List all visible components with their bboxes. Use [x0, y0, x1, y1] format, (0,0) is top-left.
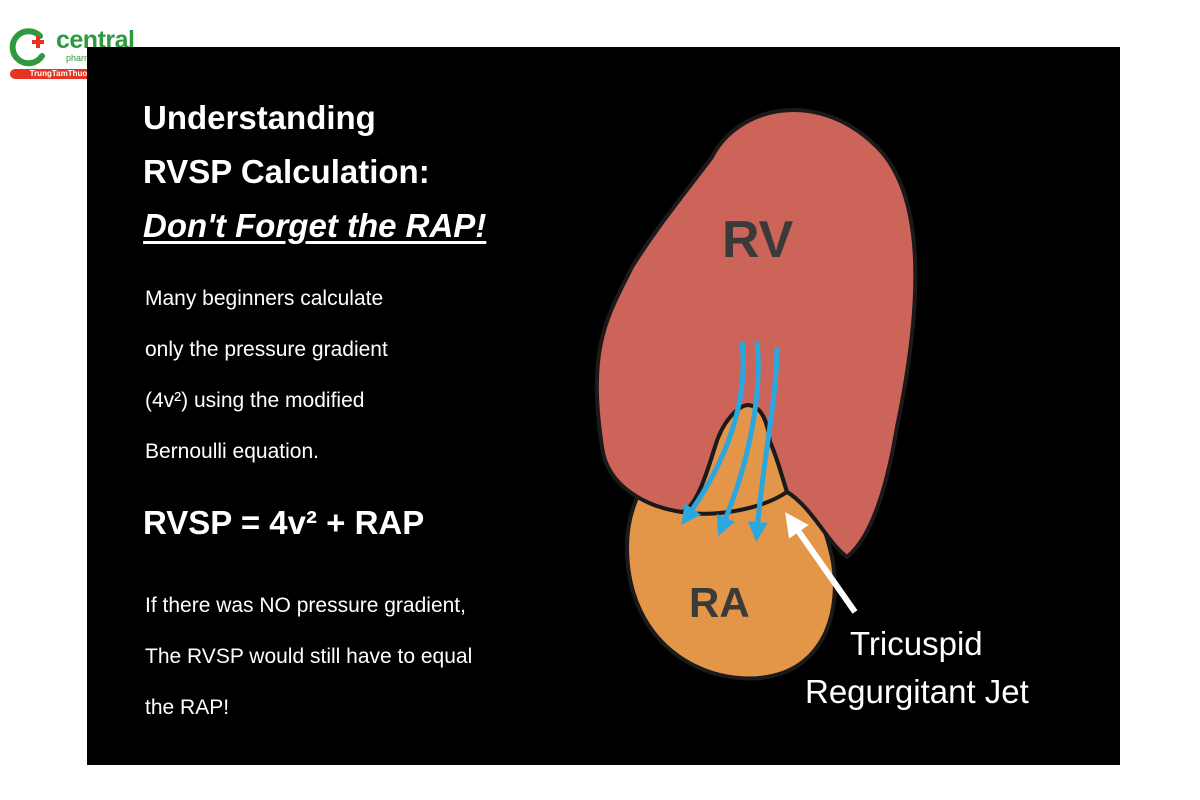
conclusion-text: If there was NO pressure gradient, The R…	[145, 580, 645, 733]
rvsp-formula: RVSP = 4v² + RAP	[143, 504, 425, 541]
intro-line: Bernoulli equation.	[145, 440, 319, 463]
intro-text: Many beginners calculate only the pressu…	[145, 273, 565, 477]
conclusion-line: the RAP!	[145, 696, 230, 719]
title-line-3: Don't Forget the RAP!	[143, 207, 487, 244]
conclusion-line: The RVSP would still have to equal	[145, 645, 473, 668]
ra-label: RA	[689, 579, 750, 626]
jet-label-line-1: Tricuspid	[850, 625, 983, 662]
rv-label: RV	[722, 211, 794, 269]
title-line-2: RVSP Calculation:	[143, 153, 430, 190]
jet-label-line-2: Regurgitant Jet	[805, 673, 1029, 710]
intro-line: only the pressure gradient	[145, 338, 388, 361]
logo-subtitle: pharmacy	[66, 53, 106, 63]
logo-mark-icon	[9, 28, 45, 67]
jet-stream	[747, 346, 780, 542]
jet-stream	[681, 341, 746, 526]
conclusion-line: If there was NO pressure gradient,	[145, 594, 466, 617]
title-line-1: Understanding	[143, 99, 376, 136]
heart-diagram: RV RA Tricuspid Regurgitant Jet	[594, 108, 1029, 710]
intro-line: (4v²) using the modified	[145, 389, 365, 412]
logo-tag: TrungTamThuoc.com	[10, 69, 130, 79]
intro-line: Many beginners calculate	[145, 287, 384, 310]
slide-title: Understanding RVSP Calculation: Don't Fo…	[143, 91, 486, 253]
slide: Understanding RVSP Calculation: Don't Fo…	[87, 47, 1120, 765]
jet-stream	[716, 341, 761, 537]
pointer-arrow	[785, 512, 858, 614]
